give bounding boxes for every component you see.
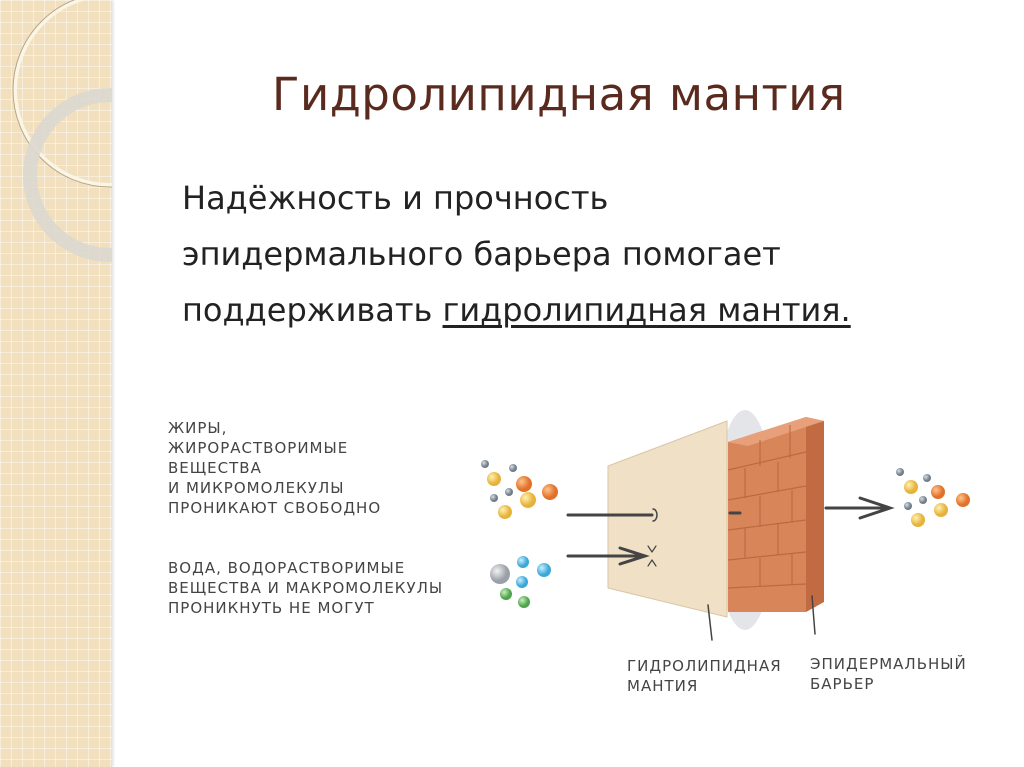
decorative-sidebar	[0, 0, 112, 767]
label-line: жиры,	[168, 419, 228, 437]
blocked-mark-icon	[647, 545, 657, 567]
lipid-molecules-left	[481, 460, 558, 519]
label-line: жирорастворимые	[168, 439, 349, 457]
label-line: эпидермальный	[810, 655, 967, 673]
permeable-label: жиры, жирорастворимые вещества и микромо…	[168, 418, 381, 518]
body-line-text: поддерживать	[182, 291, 443, 329]
label-line: и микромолекулы	[168, 479, 345, 497]
label-line: гидролипидная	[627, 657, 782, 675]
label-line: вещества	[168, 459, 262, 477]
blocked-arrow-head	[618, 546, 650, 566]
exit-arrow-head	[858, 496, 895, 520]
hydrolipid-mantle-panel	[607, 420, 728, 618]
mantle-leader-line	[707, 604, 713, 641]
slide-body: Надёжность и прочность эпидермального ба…	[182, 170, 851, 338]
decorative-circles	[12, 0, 112, 262]
water-molecules-left	[490, 556, 551, 608]
impermeable-label: вода, водорастворимые вещества и макромо…	[168, 558, 443, 618]
label-line: проникают свободно	[168, 499, 382, 517]
epidermal-barrier-brick-wall	[727, 417, 824, 612]
pass-hole	[652, 508, 658, 522]
slide-title: Гидролипидная мантия	[272, 68, 846, 121]
arrows	[566, 496, 895, 641]
label-line: вода, водорастворимые	[168, 559, 406, 577]
body-line: Надёжность и прочность	[182, 179, 609, 217]
lipid-molecules-right	[896, 468, 970, 527]
label-line: проникнуть не могут	[168, 599, 375, 617]
label-line: вещества и макромолекулы	[168, 579, 444, 597]
barrier-leader-line	[811, 595, 816, 635]
mantle-label: гидролипидная мантия	[627, 656, 782, 696]
body-line: эпидермального барьера помогает	[182, 235, 781, 273]
label-line: барьер	[810, 675, 875, 693]
label-line: мантия	[627, 677, 699, 695]
barrier-label: эпидермальный барьер	[810, 654, 967, 694]
body-line: поддерживать гидролипидная мантия.	[182, 282, 851, 338]
body-link[interactable]: гидролипидная мантия.	[442, 291, 851, 329]
